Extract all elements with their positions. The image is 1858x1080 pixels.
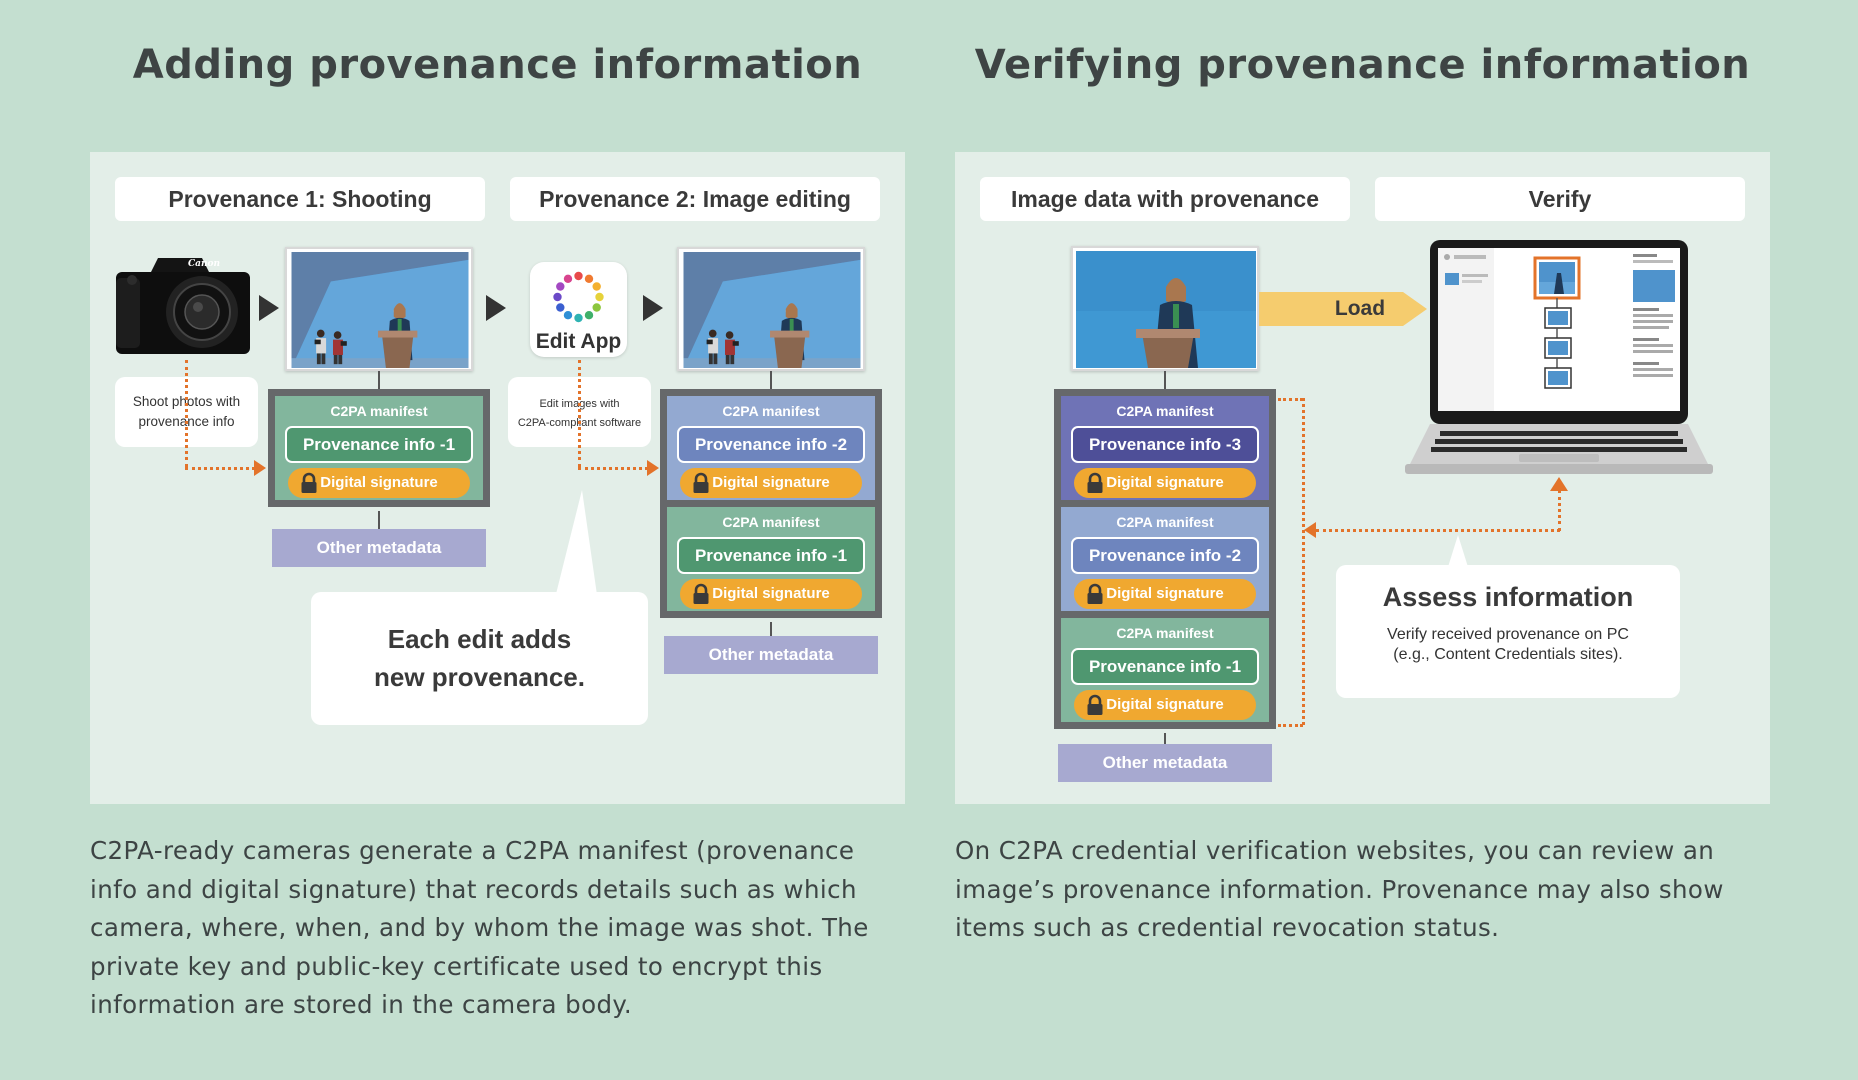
manifest-title: C2PA manifest bbox=[330, 403, 428, 419]
assess-title: Assess information bbox=[1382, 582, 1634, 612]
dotted-connector bbox=[1278, 724, 1303, 727]
manifest-stack-verify: C2PA manifest Provenance info -3 Digital… bbox=[1054, 389, 1276, 729]
manifest-title: C2PA manifest bbox=[1116, 514, 1214, 530]
dotted-connector bbox=[1302, 398, 1305, 725]
camera-brand: Canon bbox=[188, 259, 221, 269]
edited-photo bbox=[677, 247, 865, 371]
manifest-stack-editing: C2PA manifest Provenance info -2 Digital… bbox=[660, 389, 882, 618]
dotted-connector bbox=[185, 467, 255, 470]
lock-icon bbox=[692, 472, 710, 494]
image-data-label: Image data with provenance bbox=[980, 177, 1350, 221]
dotted-arrowhead bbox=[254, 460, 266, 476]
dotted-arrowhead bbox=[1550, 477, 1568, 491]
lock-icon bbox=[1086, 583, 1104, 605]
load-label: Load bbox=[1334, 297, 1386, 320]
manifest-title: C2PA manifest bbox=[1116, 403, 1214, 419]
digital-signature: Digital signature bbox=[288, 468, 470, 498]
right-description: On C2PA credential verification websites… bbox=[955, 836, 1724, 942]
provenance-info: Provenance info -1 bbox=[677, 537, 865, 574]
play-arrow-icon bbox=[643, 295, 663, 321]
dotted-connector bbox=[185, 360, 188, 467]
step-editing-label: Provenance 2: Image editing bbox=[510, 177, 880, 221]
digital-signature: Digital signature bbox=[680, 468, 862, 498]
other-metadata: Other metadata bbox=[272, 529, 486, 567]
left-section-title: Adding provenance information bbox=[132, 42, 863, 88]
callout-pointer bbox=[554, 490, 598, 602]
camera-icon: Canon bbox=[114, 250, 252, 355]
signature-label: Digital signature bbox=[1106, 474, 1224, 491]
dotted-connector bbox=[1278, 398, 1303, 401]
edit-app-icon: Edit App bbox=[530, 262, 627, 357]
signature-label: Digital signature bbox=[1106, 696, 1224, 713]
verify-label: Verify bbox=[1375, 177, 1745, 221]
other-metadata: Other metadata bbox=[664, 636, 878, 674]
assess-text-line: Verify received provenance on PC bbox=[1387, 626, 1629, 643]
connector-line bbox=[770, 622, 772, 637]
callout-line: new provenance. bbox=[374, 662, 585, 692]
connector-line bbox=[378, 511, 380, 529]
shooting-photo bbox=[285, 247, 473, 371]
signature-label: Digital signature bbox=[712, 585, 830, 602]
signature-label: Digital signature bbox=[712, 474, 830, 491]
c2pa-manifest: C2PA manifest Provenance info -1 Digital… bbox=[1061, 618, 1269, 722]
callout-line: Each edit adds bbox=[387, 624, 572, 654]
lock-icon bbox=[1086, 472, 1104, 494]
connector-line bbox=[770, 371, 772, 389]
digital-signature: Digital signature bbox=[1074, 690, 1256, 720]
play-arrow-icon bbox=[259, 295, 279, 321]
connector-line bbox=[1164, 371, 1166, 389]
laptop-icon bbox=[1405, 238, 1713, 478]
c2pa-manifest: C2PA manifest Provenance info -3 Digital… bbox=[1061, 396, 1269, 500]
other-metadata: Other metadata bbox=[1058, 744, 1272, 782]
connector-line bbox=[378, 371, 380, 389]
c2pa-manifest: C2PA manifest Provenance info -2 Digital… bbox=[667, 396, 875, 500]
dotted-connector bbox=[1558, 490, 1561, 531]
manifest-stack-shooting: C2PA manifest Provenance info -1 Digital… bbox=[268, 389, 490, 507]
provenance-photo bbox=[1071, 246, 1259, 371]
connector-line bbox=[1164, 733, 1166, 745]
provenance-info: Provenance info -2 bbox=[677, 426, 865, 463]
provenance-info: Provenance info -1 bbox=[1071, 648, 1259, 685]
play-arrow-icon bbox=[486, 295, 506, 321]
lock-icon bbox=[300, 472, 318, 494]
dotted-connector bbox=[578, 467, 648, 470]
left-description: C2PA-ready cameras generate a C2PA manif… bbox=[90, 836, 869, 1019]
manifest-title: C2PA manifest bbox=[722, 403, 820, 419]
edit-app-label: Edit App bbox=[535, 330, 622, 353]
digital-signature: Digital signature bbox=[1074, 468, 1256, 498]
assess-info-box: Assess information Verify received prove… bbox=[1336, 565, 1680, 698]
manifest-title: C2PA manifest bbox=[1116, 625, 1214, 641]
load-arrow bbox=[1259, 292, 1427, 326]
provenance-info: Provenance info -1 bbox=[285, 426, 473, 463]
lock-icon bbox=[692, 583, 710, 605]
provenance-info: Provenance info -3 bbox=[1071, 426, 1259, 463]
provenance-info: Provenance info -2 bbox=[1071, 537, 1259, 574]
signature-label: Digital signature bbox=[1106, 585, 1224, 602]
edit-callout: Each edit adds new provenance. bbox=[311, 592, 648, 725]
digital-signature: Digital signature bbox=[1074, 579, 1256, 609]
callout-pointer bbox=[1448, 535, 1468, 567]
c2pa-manifest: C2PA manifest Provenance info -2 Digital… bbox=[1061, 507, 1269, 611]
manifest-title: C2PA manifest bbox=[722, 514, 820, 530]
c2pa-manifest: C2PA manifest Provenance info -1 Digital… bbox=[667, 507, 875, 611]
right-section-title: Verifying provenance information bbox=[974, 42, 1751, 88]
dotted-arrowhead bbox=[647, 460, 659, 476]
c2pa-manifest: C2PA manifest Provenance info -1 Digital… bbox=[275, 396, 483, 500]
signature-label: Digital signature bbox=[320, 474, 438, 491]
dotted-connector bbox=[578, 360, 581, 467]
step-shooting-label: Provenance 1: Shooting bbox=[115, 177, 485, 221]
dotted-arrowhead bbox=[1304, 522, 1316, 538]
lock-icon bbox=[1086, 694, 1104, 716]
assess-text-line: (e.g., Content Credentials sites). bbox=[1393, 646, 1623, 663]
dotted-connector bbox=[1316, 529, 1560, 532]
digital-signature: Digital signature bbox=[680, 579, 862, 609]
